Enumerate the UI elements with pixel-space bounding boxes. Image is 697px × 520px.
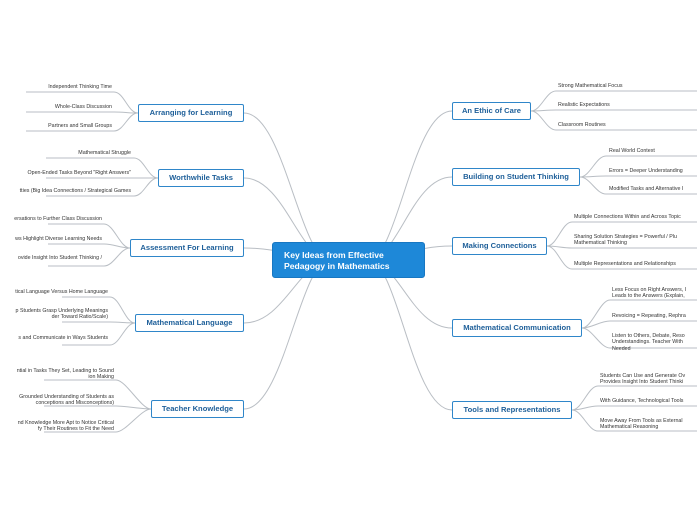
leaf-tools-as-external[interactable]: Move Away From Tools as External Mathema…	[600, 418, 683, 431]
branch-an-ethic-of-care[interactable]: An Ethic of Care	[452, 102, 531, 120]
branch-assessment-for-learning[interactable]: Assessment For Learning	[130, 239, 244, 257]
link-right-4-0	[571, 385, 697, 411]
link-right-4-2	[571, 409, 697, 432]
leaf-less-focus-right-answers[interactable]: Less Focus on Right Answers, I Leads to …	[612, 287, 687, 300]
leaf-listen-debate[interactable]: Listen to Others, Debate, Reso Understan…	[612, 333, 685, 352]
link-right-0-0	[530, 90, 697, 112]
leaf-classroom-routines[interactable]: Classroom Routines	[558, 122, 606, 128]
branch-teacher-knowledge[interactable]: Teacher Knowledge	[151, 400, 244, 418]
link-left-4-2	[44, 408, 152, 433]
link-left-0-2	[26, 112, 139, 132]
branch-mathematical-communication[interactable]: Mathematical Communication	[452, 319, 582, 337]
branch-tools-and-representations[interactable]: Tools and Representations	[452, 401, 572, 419]
leaf-language-vs-home-language[interactable]: tical Language Versus Home Language	[15, 289, 108, 295]
leaf-multiple-representations[interactable]: Multiple Representations and Relationshi…	[574, 261, 676, 267]
leaf-grasp-underlying-meanings[interactable]: p Students Grasp Underlying Meanings der…	[15, 308, 108, 321]
central-topic[interactable]: Key Ideas from Effective Pedagogy in Mat…	[272, 242, 425, 278]
leaf-insight-student-thinking[interactable]: ovide Insight Into Student Thinking /	[17, 255, 102, 261]
link-right-2-0	[546, 221, 697, 247]
link-left-1-2	[46, 177, 159, 197]
leaf-independent-thinking-time[interactable]: Independent Thinking Time	[48, 84, 112, 90]
link-center-right-4	[367, 259, 453, 411]
branch-mathematical-language[interactable]: Mathematical Language	[135, 314, 244, 332]
leaf-open-ended-tasks[interactable]: Open-Ended Tasks Beyond "Right Answers"	[27, 170, 131, 176]
link-left-3-2	[62, 322, 136, 346]
link-left-2-2	[48, 247, 131, 267]
leaf-communicate-in-ways[interactable]: s and Communicate in Ways Students	[18, 335, 108, 341]
leaf-conversations-class-discussion[interactable]: ersations to Further Class Discussion	[14, 216, 102, 222]
link-right-0-1	[530, 109, 697, 112]
leaf-modified-tasks[interactable]: Modified Tasks and Alternative I	[609, 186, 684, 192]
branch-arranging-for-learning[interactable]: Arranging for Learning	[138, 104, 244, 122]
branch-making-connections[interactable]: Making Connections	[452, 237, 547, 255]
leaf-grounded-understanding[interactable]: Grounded Understanding of Students as co…	[19, 394, 114, 407]
leaf-big-idea-connections[interactable]: tties (Big Idea Connections / Strategica…	[19, 188, 131, 194]
leaf-revoicing[interactable]: Revoicing = Repeating, Rephra	[612, 313, 686, 319]
leaf-notice-critical[interactable]: nd Knowledge More Apt to Notice Critical…	[17, 420, 114, 433]
leaf-diverse-learning-needs[interactable]: ws Highlight Diverse Learning Needs	[15, 236, 102, 242]
link-right-1-1	[579, 175, 697, 178]
link-center-left-4	[243, 259, 331, 410]
leaf-mathematical-struggle[interactable]: Mathematical Struggle	[78, 150, 131, 156]
leaf-generate-own-tools[interactable]: Students Can Use and Generate Ov Provide…	[600, 373, 686, 386]
link-center-right-0	[367, 110, 453, 261]
leaf-partners-and-small-groups[interactable]: Partners and Small Groups	[48, 123, 112, 129]
leaf-whole-class-discussion[interactable]: Whole-Class Discussion	[54, 104, 112, 110]
link-right-3-1	[581, 320, 697, 329]
link-center-left-0	[243, 112, 331, 261]
central-topic-line-2: Pedagogy in Mathematics	[284, 261, 390, 271]
leaf-errors-deeper-understanding[interactable]: Errors = Deeper Understanding	[609, 168, 683, 174]
link-left-2-1	[48, 243, 131, 249]
branch-building-on-student-thinking[interactable]: Building on Student Thinking	[452, 168, 580, 186]
leaf-realistic-expectations[interactable]: Realistic Expectations	[558, 102, 610, 108]
leaf-sharing-solution-strategies[interactable]: Sharing Solution Strategies = Powerful /…	[574, 234, 677, 247]
link-left-0-1	[26, 111, 139, 114]
link-left-3-0	[62, 296, 136, 324]
link-left-4-0	[44, 379, 152, 410]
link-right-4-1	[571, 405, 697, 411]
link-right-2-2	[546, 245, 697, 270]
link-right-3-0	[581, 299, 697, 329]
leaf-real-world-context[interactable]: Real World Context	[609, 148, 655, 154]
link-left-1-0	[46, 157, 159, 179]
link-right-1-2	[579, 176, 697, 195]
link-right-1-0	[579, 155, 697, 178]
link-right-3-2	[581, 327, 697, 349]
leaf-strong-mathematical-focus[interactable]: Strong Mathematical Focus	[558, 83, 623, 89]
central-topic-line-1: Key Ideas from Effective	[284, 250, 384, 260]
link-left-2-0	[48, 223, 131, 249]
leaf-potential-in-tasks[interactable]: ntial in Tasks They Set, Leading to Soun…	[16, 368, 114, 381]
link-left-0-0	[26, 91, 139, 114]
leaf-multiple-connections[interactable]: Multiple Connections Within and Across T…	[574, 214, 681, 220]
link-right-0-2	[530, 110, 697, 131]
link-left-4-1	[44, 405, 152, 410]
leaf-technological-tools[interactable]: With Guidance, Technological Tools	[600, 398, 684, 404]
link-right-2-1	[546, 245, 697, 249]
link-left-3-1	[62, 321, 136, 324]
branch-worthwhile-tasks[interactable]: Worthwhile Tasks	[158, 169, 244, 187]
